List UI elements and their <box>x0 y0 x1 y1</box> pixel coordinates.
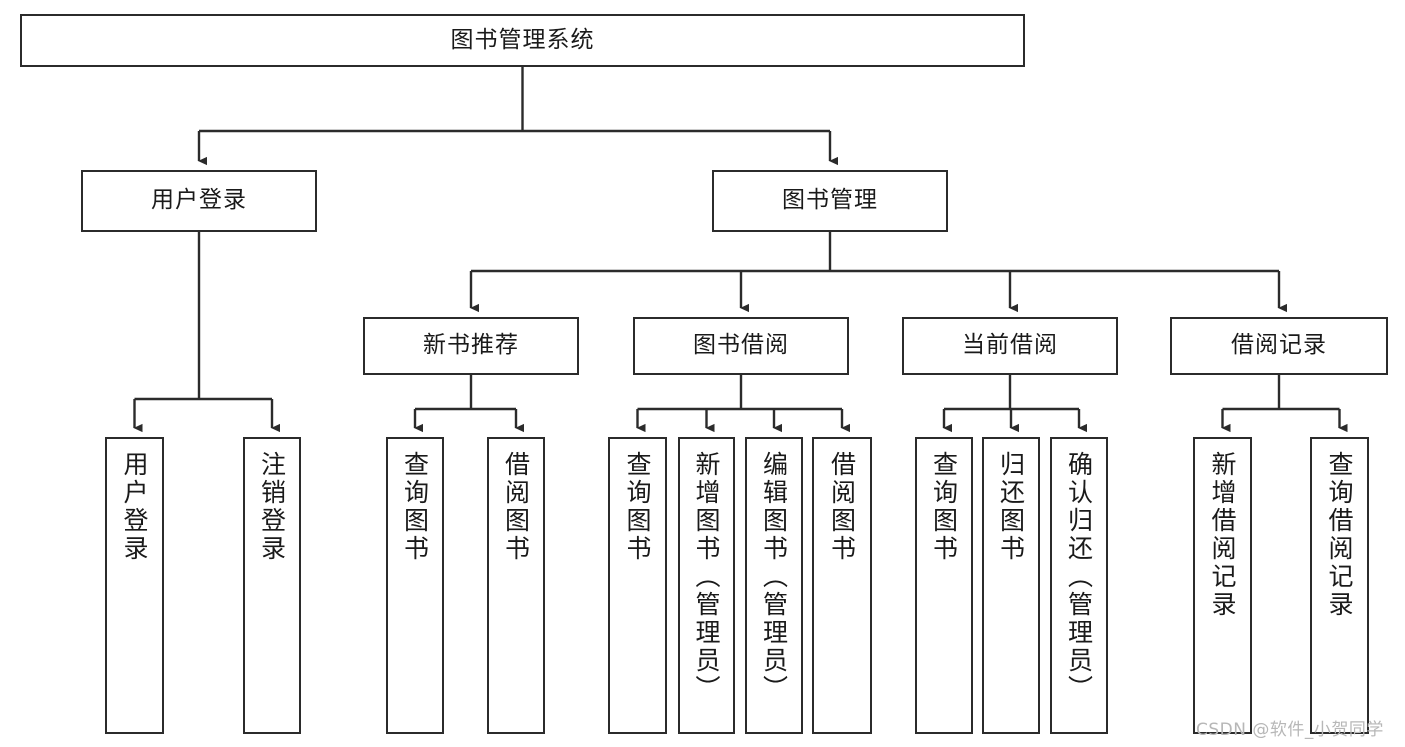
node-label: 图书管理 <box>782 187 878 214</box>
node-label: 借阅图书 <box>827 451 857 563</box>
node-label: 查询图书 <box>929 451 959 563</box>
node-user-login[interactable]: 用户登录 <box>81 170 317 232</box>
node-label: 确认归还（管理员） <box>1064 451 1094 703</box>
node-leaf-bb-edit[interactable]: 编辑图书（管理员） <box>745 437 803 734</box>
node-label: 查询图书 <box>400 451 430 563</box>
node-label: 图书借阅 <box>693 332 789 359</box>
node-leaf-br-query[interactable]: 查询借阅记录 <box>1310 437 1369 734</box>
node-label: 注销登录 <box>257 451 287 563</box>
node-leaf-cb-confirm[interactable]: 确认归还（管理员） <box>1050 437 1108 734</box>
node-label: 用户登录 <box>151 187 247 214</box>
node-leaf-bb-add[interactable]: 新增图书（管理员） <box>678 437 735 734</box>
watermark-label: CSDN @软件_小贺同学 <box>1196 720 1384 740</box>
node-label: 新书推荐 <box>423 332 519 359</box>
node-leaf-bb-query[interactable]: 查询图书 <box>608 437 667 734</box>
node-leaf-bb-borrow[interactable]: 借阅图书 <box>812 437 872 734</box>
node-label: 借阅记录 <box>1231 332 1327 359</box>
node-leaf-logout[interactable]: 注销登录 <box>243 437 301 734</box>
node-current-borrow[interactable]: 当前借阅 <box>902 317 1118 375</box>
node-new-book-rec[interactable]: 新书推荐 <box>363 317 579 375</box>
node-label: 借阅图书 <box>501 451 531 563</box>
node-leaf-user-login[interactable]: 用户登录 <box>105 437 164 734</box>
node-label: 查询借阅记录 <box>1325 451 1354 619</box>
node-label: 新增图书（管理员） <box>692 451 721 703</box>
node-leaf-rec-query[interactable]: 查询图书 <box>386 437 444 734</box>
node-label: 查询图书 <box>623 451 652 563</box>
node-root[interactable]: 图书管理系统 <box>20 14 1025 67</box>
node-leaf-br-add[interactable]: 新增借阅记录 <box>1193 437 1252 734</box>
node-label: 新增借阅记录 <box>1208 451 1237 619</box>
node-label: 用户登录 <box>120 451 149 563</box>
node-leaf-rec-borrow[interactable]: 借阅图书 <box>487 437 545 734</box>
node-label: 当前借阅 <box>962 332 1058 359</box>
node-label: 归还图书 <box>996 451 1026 563</box>
node-label: 编辑图书（管理员） <box>759 451 789 703</box>
node-leaf-cb-query[interactable]: 查询图书 <box>915 437 973 734</box>
node-book-borrow[interactable]: 图书借阅 <box>633 317 849 375</box>
node-leaf-cb-return[interactable]: 归还图书 <box>982 437 1040 734</box>
node-book-manage[interactable]: 图书管理 <box>712 170 948 232</box>
edge-group <box>133 67 1348 433</box>
node-label: 图书管理系统 <box>450 26 595 53</box>
node-borrow-record[interactable]: 借阅记录 <box>1170 317 1388 375</box>
